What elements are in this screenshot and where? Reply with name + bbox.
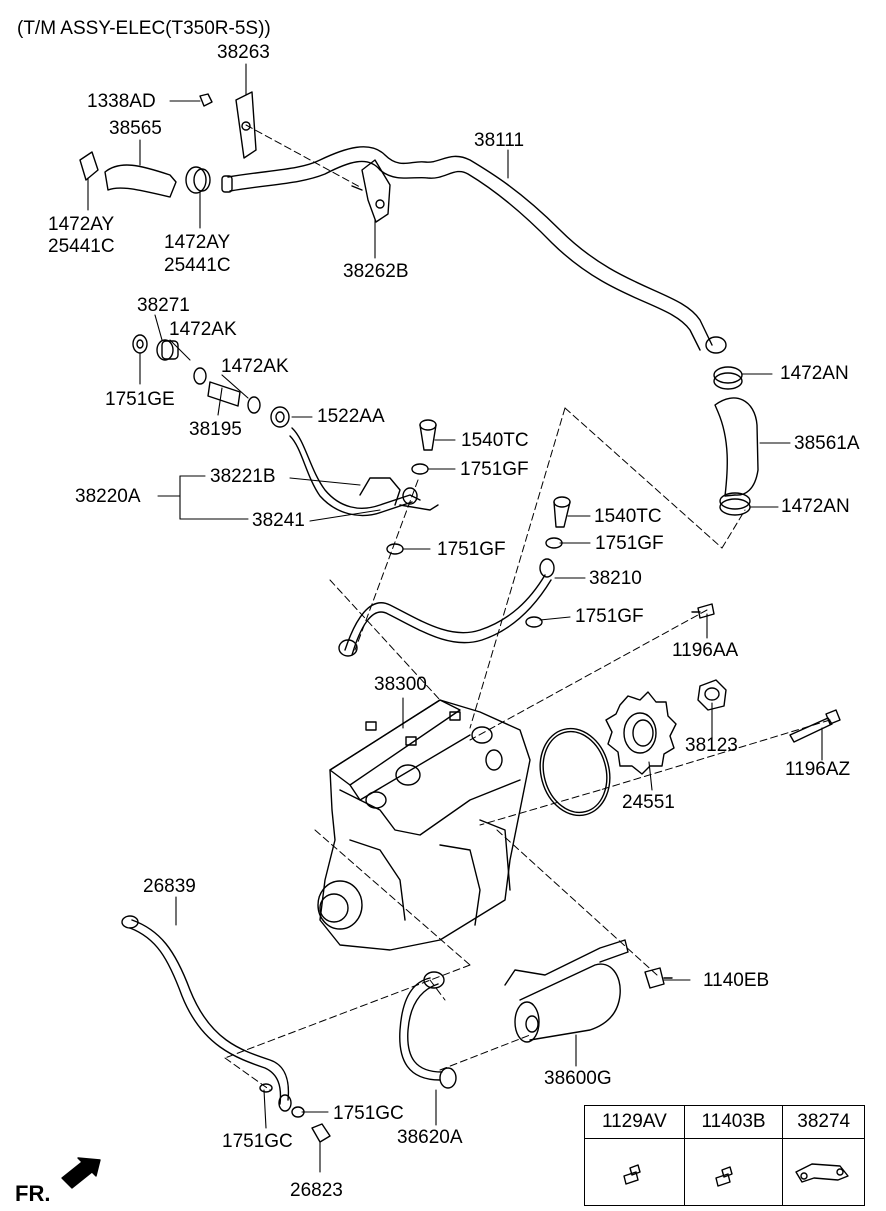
label-38263: 38263	[217, 42, 270, 63]
front-marker: FR.	[15, 1181, 51, 1206]
label-26839: 26839	[143, 876, 196, 897]
label-1540TC-b: 1540TC	[594, 506, 662, 527]
label-1472AK-a: 1472AK	[169, 319, 237, 340]
label-38620A: 38620A	[397, 1127, 463, 1148]
bracket-38263	[235, 91, 257, 159]
nut-38123	[697, 679, 727, 711]
label-1196AA: 1196AA	[672, 640, 739, 661]
label-1472AK-b: 1472AK	[221, 356, 289, 377]
bolt-1196AA	[691, 603, 715, 619]
label-1140EB: 1140EB	[703, 970, 770, 991]
label-1751GF-c: 1751GF	[595, 533, 664, 554]
washer-1751GF-a	[411, 463, 429, 475]
label-38221B: 38221B	[210, 466, 276, 487]
label-1751GE: 1751GE	[105, 389, 175, 410]
label-1751GC-a: 1751GC	[222, 1131, 293, 1152]
washer-1751GC-a	[259, 1083, 273, 1093]
fitting-1522AA	[270, 406, 290, 428]
clamp-1472AY-b	[185, 166, 211, 194]
label-1540TC-a: 1540TC	[461, 430, 529, 451]
label-1751GC-b: 1751GC	[333, 1103, 404, 1124]
washer-1751GE	[132, 334, 148, 354]
pipe-26839	[121, 915, 292, 1112]
hose-38565	[104, 164, 177, 198]
label-25441C-a: 25441C	[48, 236, 115, 257]
label-1751GF-a: 1751GF	[460, 459, 529, 480]
label-38271: 38271	[137, 295, 190, 316]
label-1472AY-a: 1472AY	[48, 214, 115, 235]
pump-body-38300	[317, 699, 531, 951]
bolt-1540TC-a	[419, 419, 437, 451]
label-26823: 26823	[290, 1180, 343, 1201]
label-1751GF-d: 1751GF	[575, 606, 644, 627]
label-24551: 24551	[622, 792, 675, 813]
washer-1751GF-c	[545, 537, 563, 549]
parts-table-cell-bolt-1	[584, 1138, 685, 1206]
washer-1751GF-d	[525, 616, 543, 628]
label-38195: 38195	[189, 419, 242, 440]
diagram-title: (T/M ASSY-ELEC(T350R-5S))	[17, 18, 271, 39]
pipe-38620A	[399, 971, 457, 1089]
fitting-38271	[156, 339, 179, 361]
label-38600G: 38600G	[544, 1068, 612, 1089]
hose-38561A	[714, 397, 759, 497]
label-38210: 38210	[589, 568, 642, 589]
label-1472AN-b: 1472AN	[781, 496, 850, 517]
label-1522AA: 1522AA	[317, 406, 385, 427]
label-38300: 38300	[374, 674, 427, 695]
fitting-26823	[311, 1123, 331, 1143]
parts-table-header-38274: 38274	[782, 1105, 865, 1139]
clamp-1472AN-b	[719, 492, 751, 516]
label-38111: 38111	[474, 130, 525, 151]
bracket-38262B	[351, 159, 391, 223]
o-ring	[539, 727, 611, 817]
label-1751GF-b: 1751GF	[437, 539, 506, 560]
clamp-1472AN-a	[713, 366, 743, 390]
parts-table-cell-bolt-2	[683, 1138, 784, 1206]
pipe-38241	[289, 427, 439, 517]
label-38262B: 38262B	[343, 261, 409, 282]
clip-1472AY-a	[79, 151, 99, 181]
label-25441C-b: 25441C	[164, 255, 231, 276]
nut-1338AD	[199, 93, 213, 107]
parts-table-header-row: 1129AV 11403B 38274	[584, 1105, 865, 1139]
bolt-1540TC-b	[553, 496, 571, 528]
label-1338AD: 1338AD	[87, 91, 156, 112]
washer-1751GF-b	[386, 543, 404, 555]
label-38123: 38123	[685, 735, 738, 756]
gear-24551	[605, 691, 677, 775]
clip-1472AK-a	[193, 367, 207, 385]
dashed-guides	[224, 124, 831, 1091]
label-1472AN-a: 1472AN	[780, 363, 849, 384]
label-38565: 38565	[109, 118, 162, 139]
parts-table-cell-bracket	[782, 1138, 865, 1206]
label-1472AY-b: 1472AY	[164, 232, 231, 253]
clip-1472AK-b	[247, 396, 261, 414]
front-arrow	[61, 1157, 101, 1189]
pipe-38210	[338, 558, 555, 657]
tube-38195	[207, 381, 241, 407]
filter-38600G	[504, 939, 629, 1043]
washer-1751GC-b	[291, 1106, 305, 1118]
parts-table: 1129AV 11403B 38274	[584, 1105, 865, 1206]
hose-38111	[221, 146, 727, 354]
label-38561A: 38561A	[794, 433, 860, 454]
bolt-1196AZ	[789, 709, 841, 743]
leader-lines	[87, 63, 823, 1173]
parts-table-icon-row	[584, 1138, 865, 1206]
bolt-1140EB	[644, 967, 673, 989]
parts-table-header-11403B: 11403B	[683, 1105, 784, 1139]
parts-table-header-1129AV: 1129AV	[584, 1105, 685, 1139]
label-38220A: 38220A	[75, 486, 141, 507]
label-38241: 38241	[252, 510, 305, 531]
label-1196AZ: 1196AZ	[785, 759, 851, 780]
